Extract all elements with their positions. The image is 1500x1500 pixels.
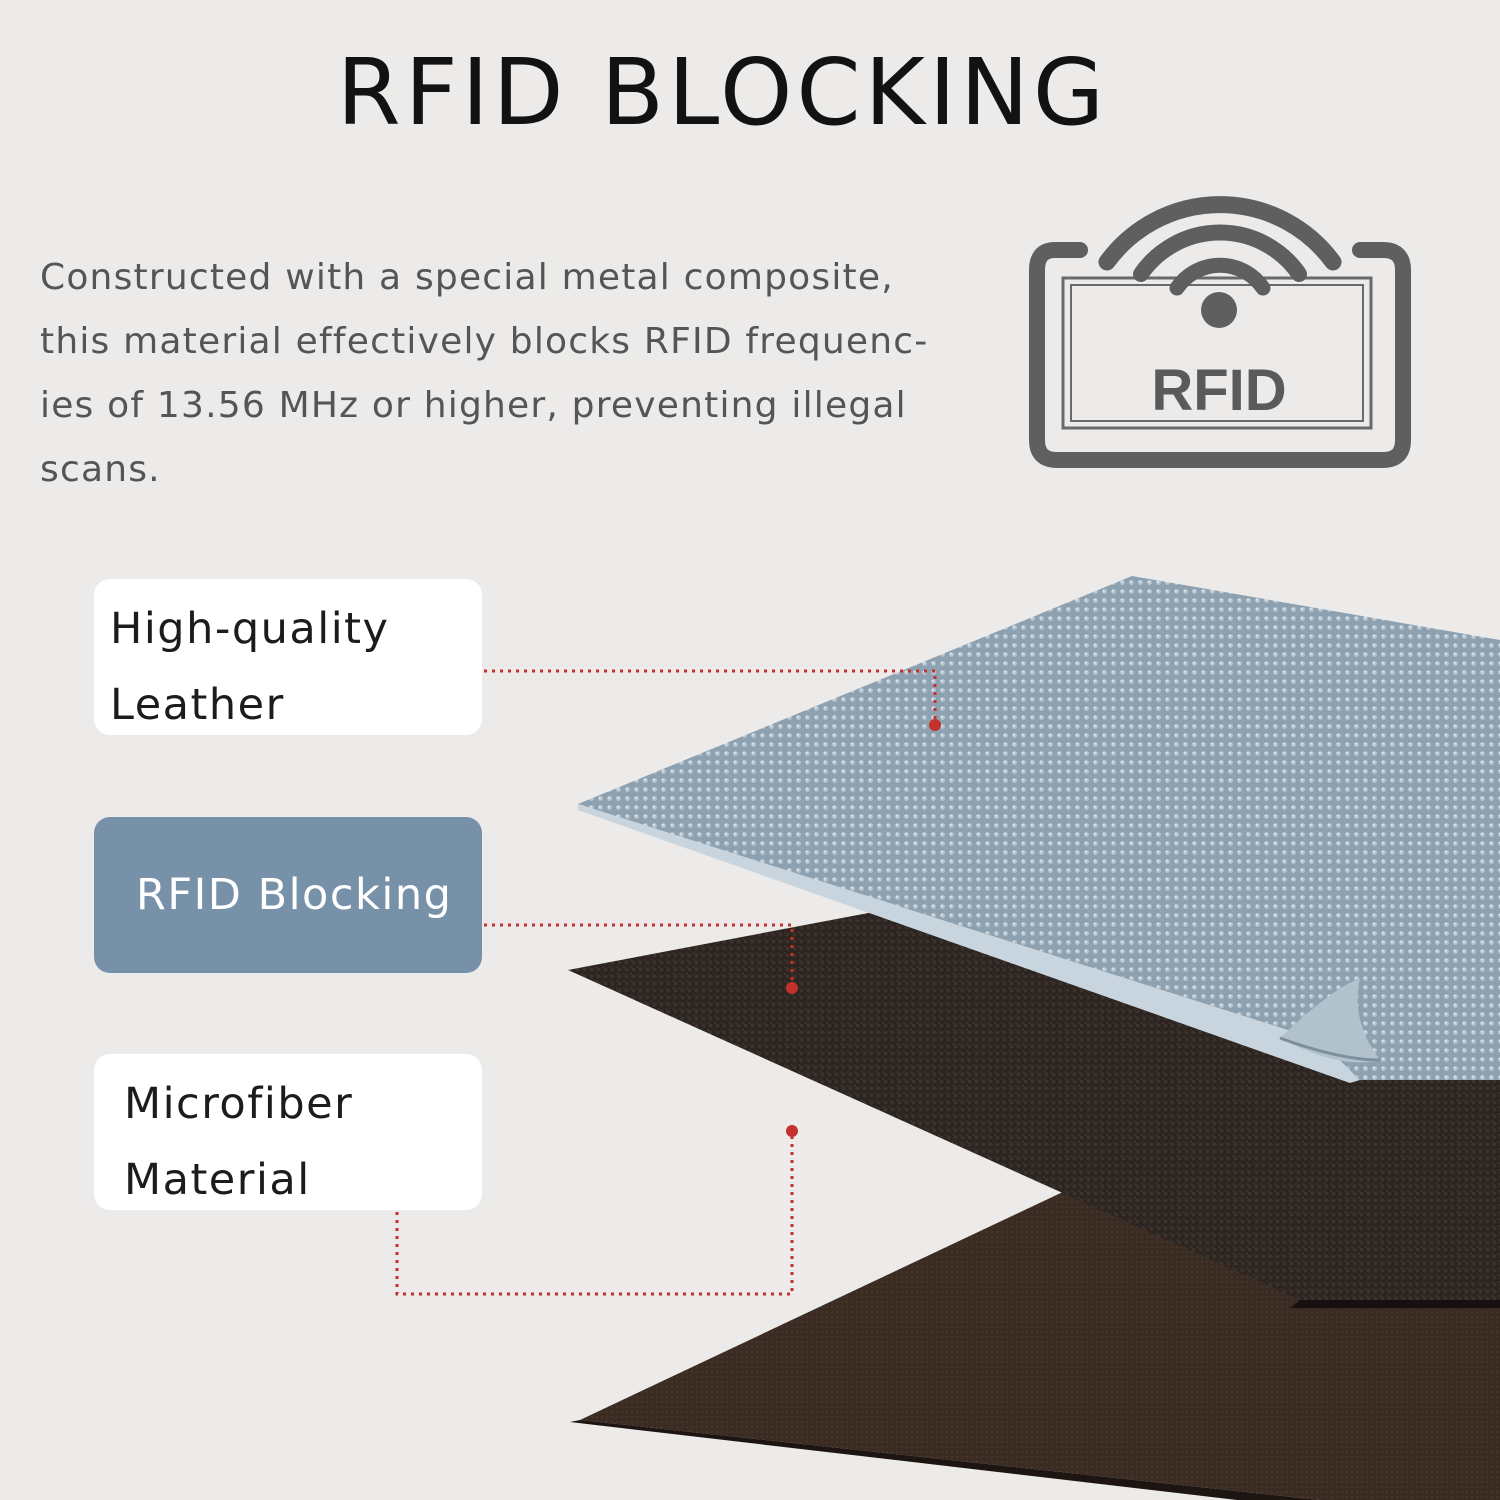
label-microfiber-material: Microfiber Material: [94, 1054, 482, 1210]
label-text: RFID Blocking: [136, 870, 453, 920]
description-line: this material effectively blocks RFID fr…: [40, 321, 929, 362]
label-high-quality-leather: High-quality Leather: [94, 579, 482, 735]
label-rfid-blocking: RFID Blocking: [94, 817, 482, 973]
label-text: Leather: [110, 680, 285, 730]
description: Constructed with a special metal composi…: [40, 246, 929, 502]
rfid-blocking-layer: [578, 576, 1500, 1080]
description-line: Constructed with a special metal composi…: [40, 257, 894, 298]
description-line: scans.: [40, 449, 161, 490]
rfid-signal-card-icon: RFID: [1029, 196, 1411, 468]
curled-corner: [1280, 978, 1380, 1063]
layer-illustration: [568, 576, 1500, 1500]
label-text: Material: [124, 1155, 311, 1205]
description-line: ies of 13.56 MHz or higher, preventing i…: [40, 385, 907, 426]
label-text: High-quality: [110, 604, 390, 654]
label-text: Microfiber: [124, 1079, 354, 1129]
rfid-icon-label: RFID: [1151, 358, 1286, 423]
page-title: RFID BLOCKING: [336, 39, 1109, 146]
